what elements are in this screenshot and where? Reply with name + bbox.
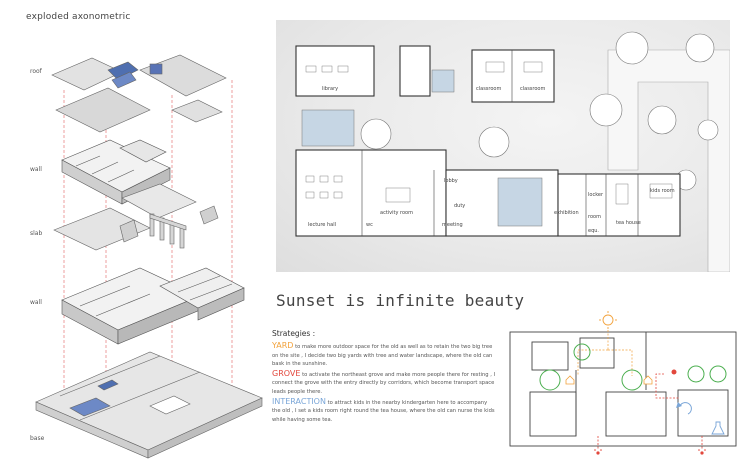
exploded-title: exploded axonometric <box>26 12 131 22</box>
strategy-grove-text: to activate the northeast grove and make… <box>272 372 496 395</box>
layer-label-wall-upper: wall <box>30 166 42 173</box>
sun-path <box>577 330 633 376</box>
strategy-yard: YARD to make more outdoor space for the … <box>272 342 497 368</box>
water-pool <box>497 177 543 227</box>
furniture <box>305 61 673 205</box>
room-label-locker: locker <box>588 192 604 198</box>
base-layer <box>35 351 263 459</box>
wall-layer-lower <box>61 267 245 345</box>
strategy-interaction-keyword: INTERACTION <box>272 397 326 407</box>
room-label-kids-room: kids room <box>650 188 675 194</box>
house-icon <box>565 375 653 385</box>
grove-path <box>597 373 703 450</box>
strategy-yard-text: to make more outdoor space for the old a… <box>272 344 493 367</box>
sun-icon <box>599 311 617 329</box>
water-pool <box>301 109 355 147</box>
strategy-interaction-text: to attract kids in the nearby kindergart… <box>272 400 495 423</box>
room-label-activity-room: activity room <box>380 210 413 216</box>
room-label-lecture-hall: lecture hall <box>308 222 336 228</box>
exploded-axonometric-drawing <box>35 54 263 459</box>
room-label-classroom-2: classroom <box>520 86 546 92</box>
interior-walls <box>361 50 639 236</box>
cycle-icon <box>676 402 692 415</box>
room-label-exhibition: exhibition <box>554 210 579 216</box>
room-label-library: library <box>322 86 339 92</box>
layer-label-roof: roof <box>30 68 42 75</box>
slab-layer <box>53 183 219 251</box>
flask-icon <box>711 421 725 435</box>
room-label-equipment: equ. <box>588 228 600 234</box>
yard-tree-circles <box>539 343 727 391</box>
slogan: Sunset is infinite beauty <box>276 291 525 310</box>
room-label-duty: duty <box>454 203 466 209</box>
roof-layer <box>51 54 227 133</box>
layer-label-base: base <box>30 435 45 442</box>
water-pool <box>431 69 455 93</box>
floor-plan: library classroom classroom lobby lectur… <box>276 20 730 272</box>
strategy-grove-keyword: GROVE <box>272 369 301 379</box>
diagram-plan-outline <box>509 331 737 447</box>
floor-plan-drawing <box>295 31 730 272</box>
paw-icon <box>698 449 706 455</box>
strategy-grove: GROVE to activate the northeast grove an… <box>272 370 497 396</box>
strategy-diagram <box>509 311 737 455</box>
strategies-heading: Strategies : <box>272 329 316 338</box>
room-label-tea-house: tea house <box>616 220 641 226</box>
room-label-toilet: wc <box>366 222 373 228</box>
strategy-yard-keyword: YARD <box>272 341 294 351</box>
trees <box>360 31 719 191</box>
room-label-room: room <box>588 214 601 220</box>
layer-label-wall-lower: wall <box>30 299 42 306</box>
room-label-meeting: meeting <box>442 222 463 228</box>
layer-label-slab: slab <box>30 230 43 237</box>
paw-icon <box>594 449 602 455</box>
strategy-interaction: INTERACTION to attract kids in the nearb… <box>272 397 497 424</box>
strategies-block: Strategies : YARD to make more outdoor s… <box>272 329 497 426</box>
grove-marker <box>671 369 677 375</box>
room-label-lobby: lobby <box>444 178 458 184</box>
room-label-classroom-1: classroom <box>476 86 502 92</box>
